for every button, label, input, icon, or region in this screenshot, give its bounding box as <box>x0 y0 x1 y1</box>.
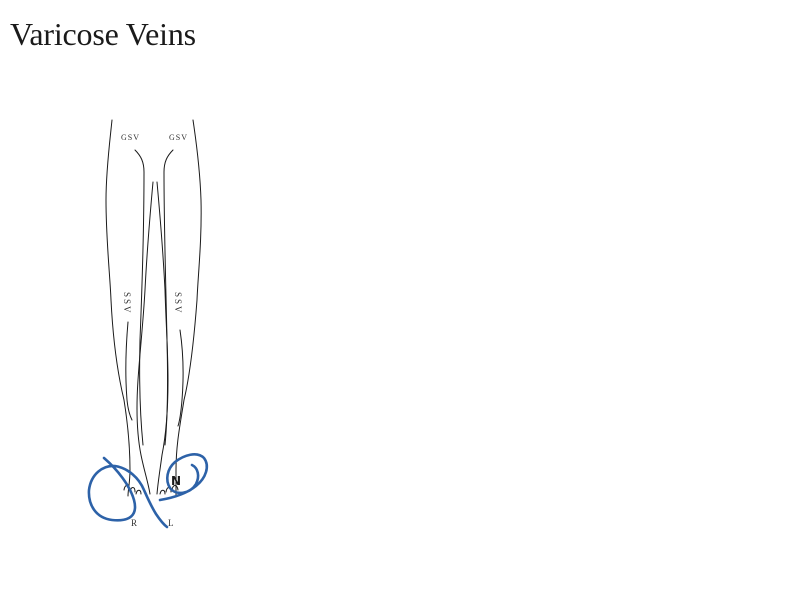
ssv-label-right: SSV <box>122 292 132 315</box>
annotation-loop-right-foot <box>87 456 169 529</box>
page-title: Varicose Veins <box>10 16 196 52</box>
right-ssv-vein <box>125 321 133 421</box>
left-leg-outer-contour <box>175 119 202 497</box>
gsv-label-left: GSV <box>169 133 188 142</box>
annotation-loop-left-foot <box>158 453 209 502</box>
left-ssv-vein <box>177 329 184 427</box>
gsv-label-right: GSV <box>121 133 140 142</box>
right-gsv-vein <box>134 149 145 446</box>
left-gsv-vein <box>163 149 174 446</box>
left-leg-outline <box>156 119 202 497</box>
right-leg-outer-contour <box>105 119 131 497</box>
left-leg-inner-contour <box>156 181 169 495</box>
right-leg-inner-contour <box>136 181 154 495</box>
ssv-label-left: SSV <box>173 292 183 315</box>
side-label-right: R <box>131 518 137 528</box>
handwritten-annotations <box>87 453 209 529</box>
side-label-left: L <box>168 518 174 528</box>
right-leg-outline <box>105 119 154 497</box>
annotation-mark: N <box>171 474 181 488</box>
